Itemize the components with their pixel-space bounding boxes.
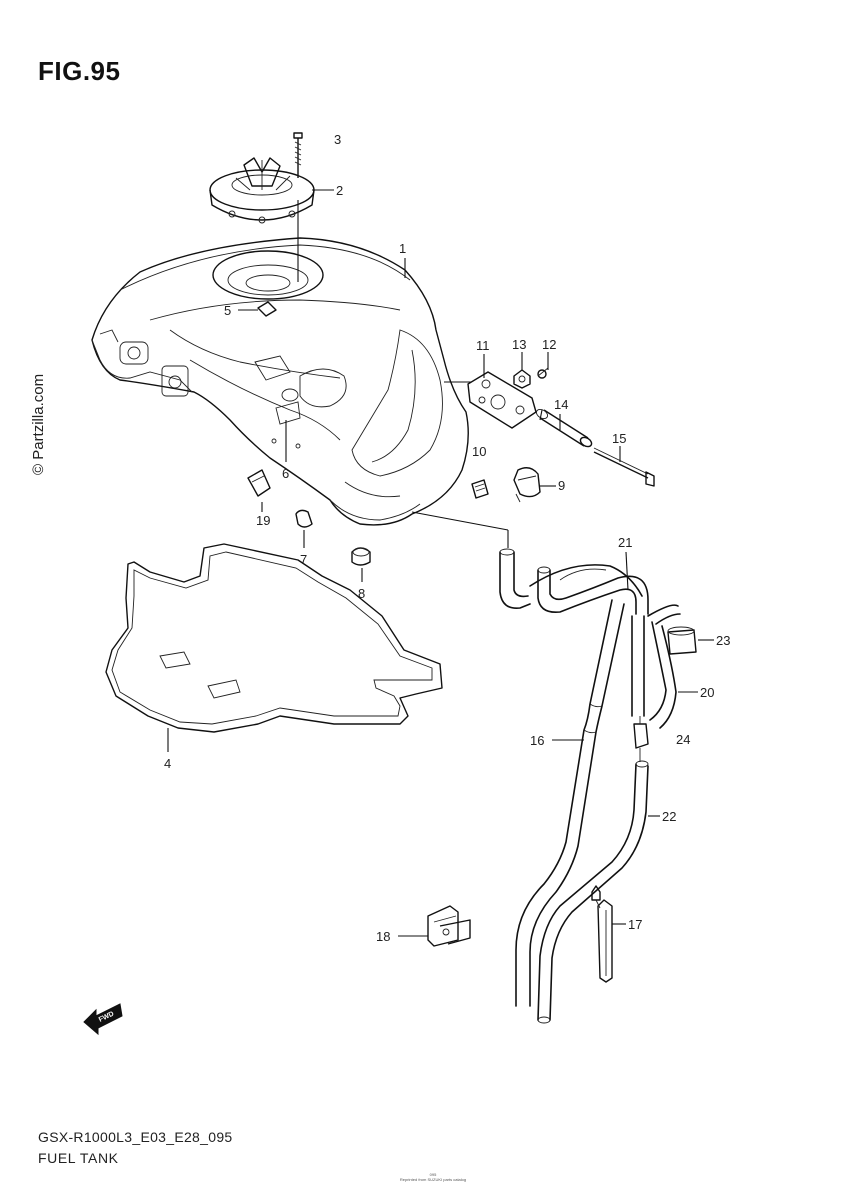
part-22-hose (537, 760, 649, 1024)
label-13: 13 (512, 337, 526, 352)
label-10: 10 (472, 444, 486, 459)
part-9-cushion (513, 467, 541, 503)
part-24-joint (633, 716, 649, 762)
part-3-screw (293, 132, 303, 178)
label-7: 7 (300, 552, 307, 567)
label-22: 22 (662, 809, 676, 824)
label-3: 3 (334, 132, 341, 147)
fine-print-line-1: 095 (429, 1172, 437, 1177)
label-21: 21 (618, 535, 632, 550)
part-18-clamp (427, 905, 471, 947)
label-8: 8 (358, 586, 365, 601)
label-20: 20 (700, 685, 714, 700)
label-6: 6 (282, 466, 289, 481)
part-4-insulator (105, 543, 443, 733)
part-20-hose (647, 604, 681, 729)
fine-print-line-2: Reprinted from SUZUKI parts catalog (399, 1177, 467, 1182)
part-1-fuel-tank (91, 237, 469, 526)
label-4: 4 (164, 756, 171, 771)
part-8-grommet (351, 547, 371, 566)
label-14: 14 (554, 397, 568, 412)
leader-lines (167, 189, 714, 937)
diagram-name: FUEL TANK (38, 1150, 119, 1166)
fine-print: 095 Reprinted from SUZUKI parts catalog (368, 1172, 498, 1182)
label-1: 1 (399, 241, 406, 256)
figure-title: FIG.95 (38, 56, 121, 86)
label-18: 18 (376, 929, 390, 944)
part-23-cap (667, 626, 697, 655)
label-2: 2 (336, 183, 343, 198)
part-15-long-bolt (593, 447, 655, 487)
label-11: 11 (476, 338, 490, 353)
label-23: 23 (716, 633, 730, 648)
part-19-pad (247, 469, 271, 497)
fwd-arrow-icon: FWD (83, 1003, 123, 1036)
label-24: 24 (676, 732, 690, 747)
part-labels: 3 2 1 5 6 11 13 12 14 15 10 9 19 7 8 4 2… (164, 132, 730, 944)
model-code: GSX-R1000L3_E03_E28_095 (38, 1129, 233, 1145)
part-12-bolt (537, 367, 549, 379)
label-15: 15 (612, 431, 626, 446)
label-17: 17 (628, 917, 642, 932)
label-16: 16 (530, 733, 544, 748)
part-10-pad (471, 479, 489, 499)
label-19: 19 (256, 513, 270, 528)
part-hose-stub (499, 548, 531, 609)
label-5: 5 (224, 303, 231, 318)
part-13-nut (513, 369, 531, 389)
part-11-bracket (467, 371, 537, 429)
part-17-tie-band (591, 885, 613, 983)
label-12: 12 (542, 337, 556, 352)
part-7-clip (295, 509, 313, 528)
part-16-hose (515, 599, 625, 1007)
label-9: 9 (558, 478, 565, 493)
part-5-pad (257, 301, 277, 317)
part-21-hose (529, 564, 649, 615)
part-14-collar (535, 408, 593, 448)
part-16-hose-upper (631, 615, 645, 717)
